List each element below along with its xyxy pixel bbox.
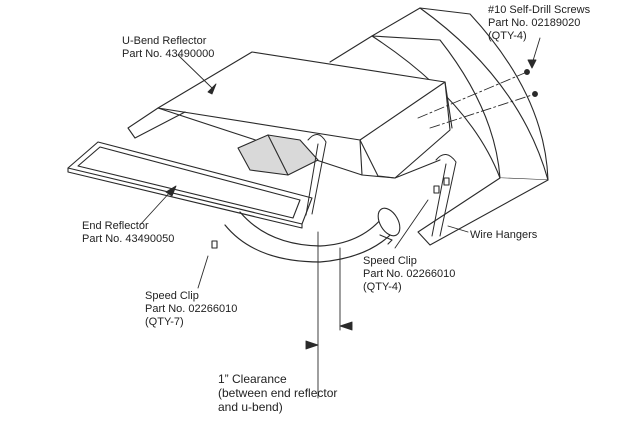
label-wire-hangers: Wire Hangers: [470, 229, 537, 242]
clearance-line-2: (between end reflector: [218, 386, 338, 400]
label-name: Speed Clip: [363, 255, 417, 267]
end-reflector: [67, 141, 313, 229]
label-name: U-Bend Reflector: [122, 35, 207, 47]
label-name: End Reflector: [82, 220, 149, 232]
u-bend-tube: [224, 207, 401, 263]
label-name: #10 Self-Drill Screws: [488, 4, 591, 16]
label-self-drill-screws: #10 Self-Drill Screws Part No. 02189020 …: [488, 4, 590, 43]
label-part-number: Part No. 02266010: [145, 303, 238, 315]
label-u-bend-reflector: U-Bend Reflector Part No. 43490000: [122, 35, 214, 61]
label-end-reflector: End Reflector Part No. 43490050: [82, 220, 174, 246]
speed-clips: [211, 177, 450, 249]
label-part-number: Part No. 02266010: [363, 268, 456, 280]
leader-lines: [139, 37, 541, 399]
label-clearance: 1” Clearance (between end reflector and …: [218, 372, 337, 414]
label-name: Wire Hangers: [470, 229, 538, 241]
label-name: Speed Clip: [145, 290, 199, 302]
label-quantity: (QTY-4): [488, 30, 527, 42]
label-quantity: (QTY-7): [145, 316, 184, 328]
label-speed-clip-left: Speed Clip Part No. 02266010 (QTY-7): [145, 290, 237, 329]
label-part-number: Part No. 02189020: [488, 17, 581, 29]
wire-hangers: [305, 134, 457, 237]
label-quantity: (QTY-4): [363, 281, 402, 293]
self-drill-screws: [524, 69, 538, 97]
label-part-number: Part No. 43490050: [82, 233, 175, 245]
label-speed-clip-right: Speed Clip Part No. 02266010 (QTY-4): [363, 255, 455, 294]
clearance-line-3: and u-bend): [218, 400, 283, 414]
straight-reflector: [329, 7, 549, 246]
label-part-number: Part No. 43490000: [122, 48, 215, 60]
clearance-line-1: 1” Clearance: [218, 372, 287, 386]
u-bend-reflector: [127, 51, 453, 179]
